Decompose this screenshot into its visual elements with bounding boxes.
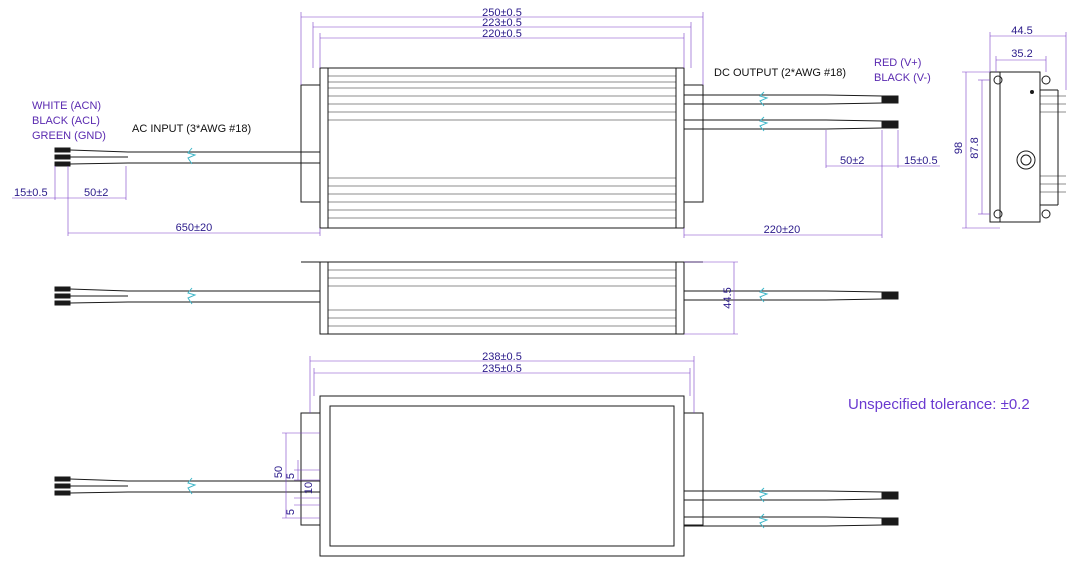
dim-top-mid: 223±0.5: [482, 17, 522, 29]
top-ac-cable: [54, 147, 320, 167]
dim-mount-50: 50: [273, 466, 285, 478]
top-housing: [319, 67, 685, 229]
end-housing: [989, 71, 1041, 223]
dim-ac-strip-short: 15±0.5: [14, 187, 48, 199]
dim-ac-cable-length: 650±20: [176, 222, 213, 234]
label-ac-white: WHITE (ACN): [32, 100, 101, 112]
bottom-view: 238±0.5 235±0.5 50 5 10 5: [54, 351, 899, 557]
top-dc-break-1: [759, 91, 769, 107]
label-dc-black: BLACK (V-): [874, 72, 931, 84]
dim-dc-strip-short: 15±0.5: [904, 155, 938, 167]
dim-dc-strip-long: 50±2: [840, 155, 864, 167]
side-ac-cable: [54, 286, 320, 306]
dim-end-inner-width: 35.2: [1011, 48, 1032, 60]
label-dc-red: RED (V+): [874, 57, 921, 69]
label-ac-input: AC INPUT (3*AWG #18): [132, 123, 251, 135]
dim-end-height-inner: 87.8: [969, 137, 981, 158]
side-dc-break: [759, 287, 769, 303]
bottom-right-flange: [683, 412, 704, 526]
end-screw-top-left: [993, 75, 1003, 85]
label-ac-green: GREEN (GND): [32, 130, 106, 142]
bottom-ac-break: [187, 477, 197, 495]
dim-ac-strip-long: 50±2: [84, 187, 108, 199]
end-screw-bottom-right: [1041, 209, 1051, 219]
bottom-dc-cables: [684, 490, 899, 527]
dim-bottom-inner: 235±0.5: [482, 363, 522, 375]
bottom-housing: [319, 395, 685, 557]
end-gland: [1016, 150, 1036, 170]
bottom-left-flange: [300, 412, 321, 526]
top-left-flange: [300, 84, 321, 203]
top-dc-break-2: [759, 116, 769, 132]
dim-mount-5: 5: [285, 473, 297, 479]
dim-end-width: 44.5: [1011, 25, 1032, 37]
side-ac-break: [187, 287, 197, 305]
top-dc-cables: [684, 94, 899, 130]
end-screw-top-right: [1041, 75, 1051, 85]
tolerance-note: Unspecified tolerance: ±0.2: [848, 396, 1030, 413]
side-dc-cable: [684, 290, 899, 301]
side-view: 44.5: [54, 261, 899, 335]
dim-top-inner: 220±0.5: [482, 28, 522, 40]
side-housing: [319, 261, 685, 335]
dim-top-overall: 250±0.5: [482, 7, 522, 19]
end-screw-bottom-left: [993, 209, 1003, 219]
label-ac-black: BLACK (ACL): [32, 115, 100, 127]
bottom-dc-break-1: [759, 487, 769, 503]
top-right-flange: [683, 84, 704, 203]
dim-mount-10: 10: [303, 482, 315, 494]
dim-end-height-outer: 98: [953, 142, 965, 154]
label-dc-output: DC OUTPUT (2*AWG #18): [714, 67, 846, 79]
dim-bottom-overall: 238±0.5: [482, 351, 522, 363]
bottom-ac-cable: [54, 476, 320, 496]
dim-side-height: 44.5: [722, 287, 734, 308]
top-view: 250±0.5 223±0.5 220±0.5 650±20 15±0.5 50…: [12, 7, 940, 238]
top-ac-break: [187, 147, 197, 165]
bottom-dc-break-2: [759, 513, 769, 529]
end-view: 44.5 35.2 98 87.8: [953, 25, 1067, 229]
dim-mount-5b: 5: [285, 509, 297, 515]
dim-dc-cable-length: 220±20: [764, 224, 801, 236]
